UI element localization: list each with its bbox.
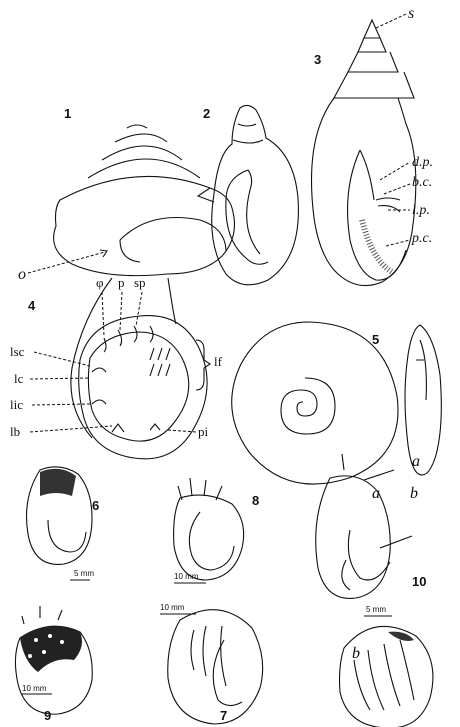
- figure-10-shell: [316, 454, 412, 598]
- figure-10-number: 10: [412, 574, 426, 589]
- figure-7-shell: [168, 610, 263, 724]
- figure-4-label-sp: sp: [134, 275, 146, 290]
- figure-8-shell: [174, 478, 244, 580]
- figure-4-label-phi: φ: [96, 275, 104, 290]
- figure-4-aperture: [71, 278, 207, 459]
- figure-4-label-lf: lf: [214, 354, 223, 369]
- figure-5-label-b: b: [410, 485, 418, 502]
- figure-2-shell: [212, 105, 299, 284]
- figure-4-label-p: p: [118, 275, 125, 290]
- figure-9-shell: [15, 606, 92, 714]
- figure-5-shell: [232, 322, 442, 484]
- figure-4-label-pi: pi: [198, 424, 209, 439]
- figure-3-shell: [312, 20, 416, 286]
- figure-8-scale: 10 mm: [174, 572, 199, 581]
- figure-1-label-o: o: [18, 266, 26, 283]
- figure-7-number: 7: [220, 708, 227, 723]
- figure-4-label-lb: lb: [10, 424, 20, 439]
- figure-3-leader-s: [376, 14, 406, 28]
- figure-10b-shell: [340, 626, 433, 727]
- figure-3-label-pc: p.c.: [411, 231, 432, 246]
- figure-3-label-s: s: [408, 5, 414, 22]
- figure-3-label-bc: b.c.: [412, 175, 432, 190]
- figure-4-bracket: [196, 340, 210, 390]
- figure-1-leader: [28, 252, 105, 273]
- figure-3-label-dp: d.p.: [412, 155, 433, 170]
- figure-8-number: 8: [252, 493, 259, 508]
- figure-3-number: 3: [314, 52, 321, 67]
- figure-3-leaders: [380, 162, 410, 246]
- figure-4-label-lsc: lsc: [10, 344, 25, 359]
- figure-4-number: 4: [28, 298, 36, 313]
- figure-6-scale: 5 mm: [74, 569, 94, 578]
- figure-10b-label: b: [352, 645, 360, 662]
- figure-7-scale: 10 mm: [160, 603, 185, 612]
- figure-4-label-lc: lc: [14, 371, 24, 386]
- figure-6-shell: [27, 467, 93, 565]
- figure-6-number: 6: [92, 498, 99, 513]
- figure-3-label-lp: l.p.: [412, 203, 430, 218]
- figure-9-number: 9: [44, 708, 51, 723]
- figure-2-number: 2: [203, 106, 210, 121]
- figure-10-label-a: a: [412, 453, 420, 470]
- figure-4-label-lic: lic: [10, 397, 23, 412]
- figure-10b-scale: 5 mm: [366, 605, 386, 614]
- figure-5-number: 5: [372, 332, 379, 347]
- figure-1-shell: [54, 125, 235, 276]
- figure-1-number: 1: [64, 106, 71, 121]
- figure-9-scale: 10 mm: [22, 684, 47, 693]
